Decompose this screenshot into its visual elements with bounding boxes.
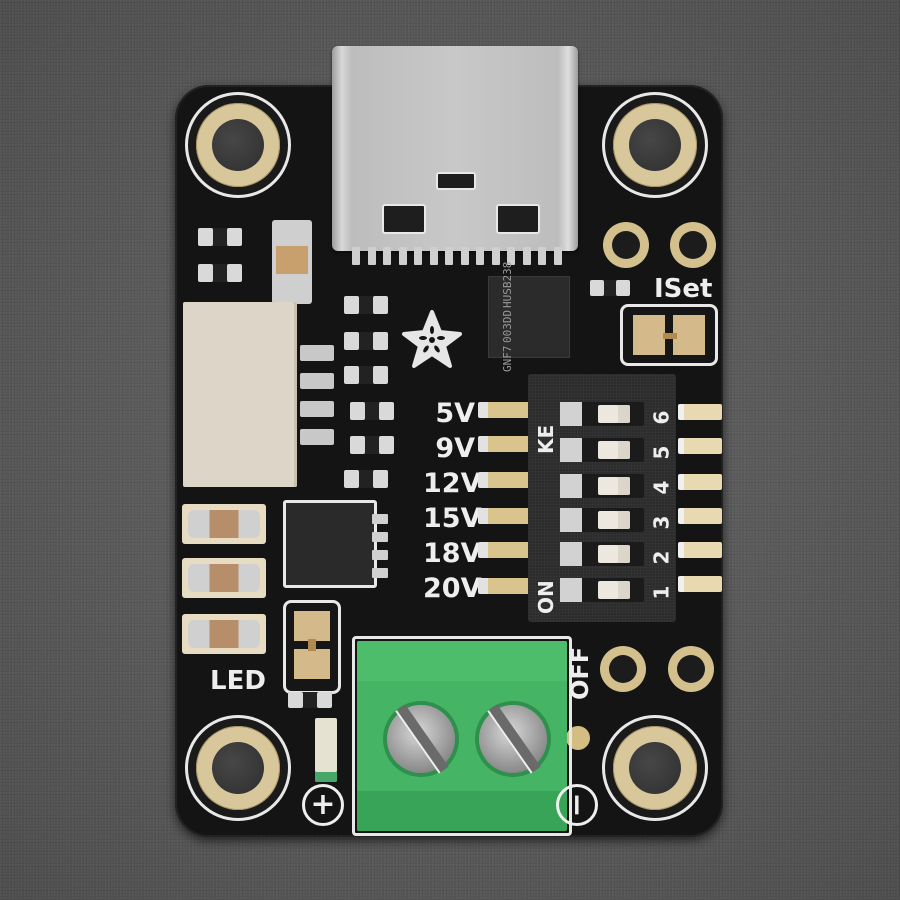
smd-capacitor — [272, 220, 312, 304]
smd-resistor — [344, 470, 388, 488]
dip-switch: KE ON 6 5 4 3 2 1 — [528, 374, 676, 622]
dip-pad — [678, 508, 722, 524]
plus-symbol: + — [310, 787, 336, 822]
status-led — [315, 718, 337, 782]
smd-capacitor — [182, 504, 266, 544]
dip-toggle-6[interactable] — [560, 402, 644, 426]
voltage-label-9v: 9V — [435, 433, 475, 464]
dip-number: 3 — [649, 515, 674, 530]
smd-resistor — [344, 296, 388, 314]
terminal-outline — [352, 636, 572, 836]
voltage-label-5v: 5V — [435, 398, 475, 429]
mosfet-pin — [372, 550, 388, 560]
pth-pad — [670, 222, 716, 268]
mosfet-pin — [372, 568, 388, 578]
pth-pad — [668, 646, 714, 692]
dip-number: 5 — [649, 445, 674, 460]
smd-resistor — [350, 436, 394, 454]
minus-polarity-icon: − — [556, 784, 598, 826]
dip-number: 1 — [649, 585, 674, 600]
dip-pad — [478, 542, 530, 558]
dip-number-labels: 6 5 4 3 2 1 — [650, 400, 674, 610]
dip-pad — [478, 508, 530, 524]
dip-pad — [478, 472, 530, 488]
voltage-labels: 5V 9V 12V 15V 18V 20V — [423, 396, 482, 606]
mounting-hole-top-right — [605, 95, 705, 195]
usb-shell-window — [382, 204, 426, 234]
dip-pad — [678, 542, 722, 558]
smd-resistor — [344, 366, 388, 384]
usb-shell-window — [436, 172, 476, 190]
dip-pad — [478, 402, 530, 418]
mounting-hole-top-left — [188, 95, 288, 195]
screw-terminal-screw-plus[interactable] — [387, 704, 455, 774]
led-label: LED — [210, 666, 266, 696]
dip-toggle-1[interactable] — [560, 578, 644, 602]
dip-ke-label: KE — [534, 424, 558, 454]
plus-polarity-icon: + — [302, 784, 344, 826]
led-solder-jumper[interactable] — [283, 600, 341, 694]
smd-resistor — [288, 692, 332, 708]
smd-resistor — [590, 280, 630, 296]
smd-capacitor — [182, 614, 266, 654]
jst-connector[interactable] — [183, 302, 297, 487]
dip-pad — [678, 576, 722, 592]
pth-pad — [600, 646, 646, 692]
screw-terminal-screw-minus[interactable] — [479, 704, 547, 774]
iset-solder-jumper[interactable] — [620, 304, 718, 366]
smd-resistor — [198, 228, 242, 246]
pth-pad — [603, 222, 649, 268]
smd-resistor — [344, 332, 388, 350]
dip-pad — [678, 438, 722, 454]
dip-number: 2 — [649, 550, 674, 565]
voltage-label-15v: 15V — [423, 503, 482, 534]
minus-symbol: − — [559, 792, 595, 818]
iset-label: ISet — [654, 274, 713, 304]
smd-resistor — [198, 264, 242, 282]
pd-controller-chip: HUSB238 003DD GNF7 — [488, 262, 570, 372]
dip-pad — [478, 436, 530, 452]
usb-pins — [352, 247, 562, 265]
screw-terminal-block[interactable] — [357, 641, 567, 831]
voltage-label-20v: 20V — [423, 573, 482, 604]
dip-toggle-3[interactable] — [560, 508, 644, 532]
dip-pad — [478, 578, 530, 594]
chip-marking: HUSB238 — [501, 262, 514, 309]
dip-pad — [678, 474, 722, 490]
voltage-label-18v: 18V — [423, 538, 482, 569]
mounting-hole-bottom-right — [605, 718, 705, 818]
voltage-label-12v: 12V — [423, 468, 482, 499]
off-label: OFF — [566, 646, 594, 700]
mosfet-pin — [372, 514, 388, 524]
smd-capacitor — [182, 558, 266, 598]
mosfet-pin — [372, 532, 388, 542]
jst-pin — [300, 429, 334, 445]
dip-pad — [678, 404, 722, 420]
mosfet-chip — [283, 500, 377, 588]
dip-toggle-2[interactable] — [560, 542, 644, 566]
smd-resistor — [350, 402, 394, 420]
usb-c-connector[interactable] — [332, 46, 578, 251]
chip-marking: GNF7 — [501, 345, 514, 372]
dip-toggle-4[interactable] — [560, 474, 644, 498]
jst-pin — [300, 345, 334, 361]
usb-shell-window — [496, 204, 540, 234]
dip-on-label: ON — [534, 580, 558, 614]
dip-number: 4 — [649, 480, 674, 495]
adafruit-flower-logo-icon — [402, 310, 462, 368]
jst-pin — [300, 401, 334, 417]
dip-number: 6 — [649, 410, 674, 425]
chip-marking: 003DD — [501, 310, 514, 344]
mounting-hole-bottom-left — [188, 718, 288, 818]
dip-toggle-5[interactable] — [560, 438, 644, 462]
jst-pin — [300, 373, 334, 389]
